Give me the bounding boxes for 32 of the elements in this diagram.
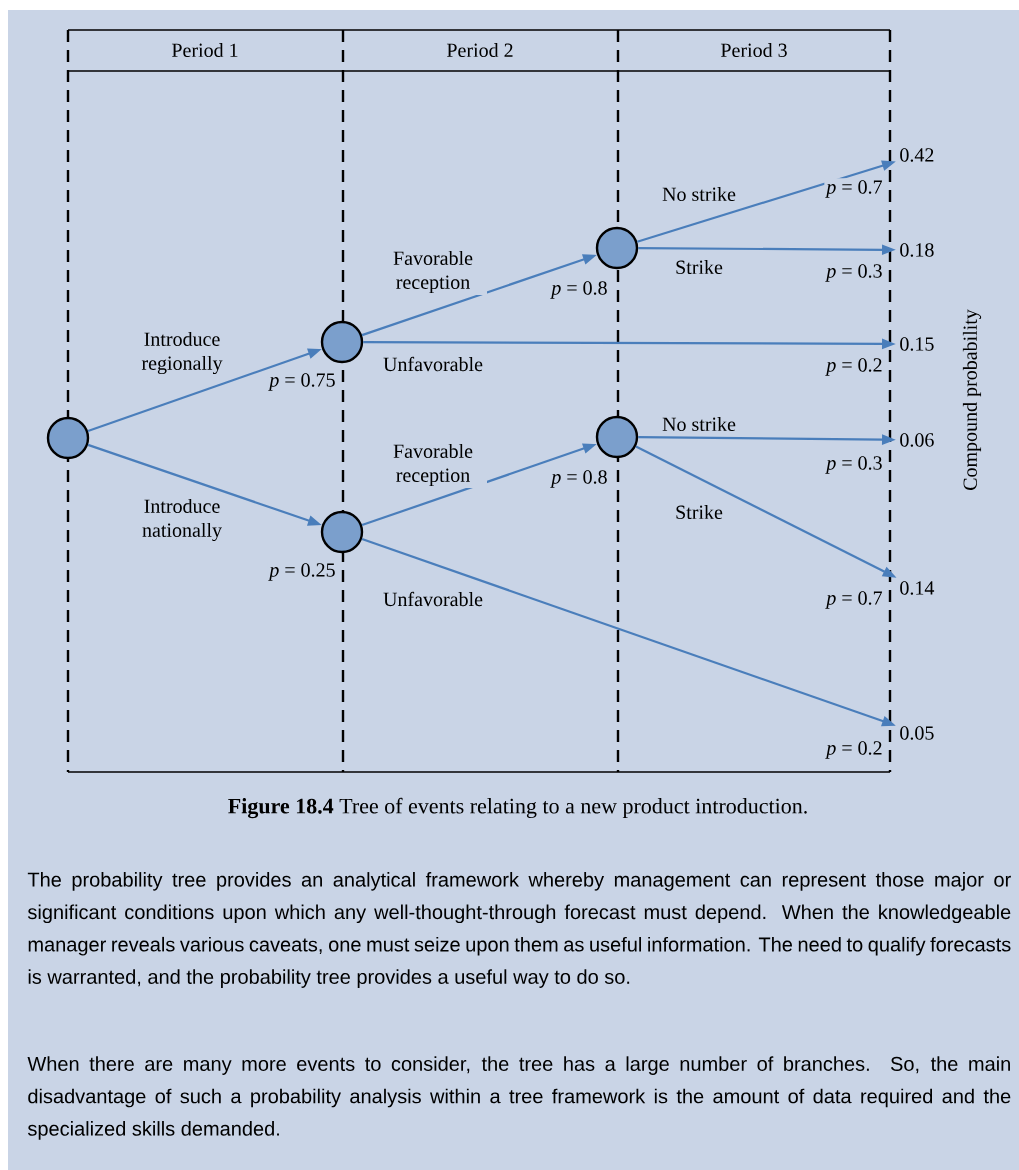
paragraph: The probability tree provides an analytical framework whereby management can represent those major or significant conditions upon which any well-thought-through forecast must depend. When the knowledgeable manager reveals various caveats, one must seize upon them as useful information. The need to qualify forecasts is warranted, and the probability tree provides a useful way to do so.	[27, 872, 1011, 988]
edge-label: Introduce regionally	[128, 329, 236, 377]
compound-probability-value: 0.15	[900, 337, 934, 351]
event-circle	[320, 510, 364, 554]
period-header: Period 2	[446, 42, 513, 58]
probability-label: p = 0.2	[824, 356, 885, 378]
probability-label: p = 0.25	[267, 561, 338, 583]
event-circle	[595, 415, 639, 459]
probability-label: p = 0.3	[824, 454, 885, 476]
event-circle	[46, 416, 90, 460]
edge-label: Introduce nationally	[128, 496, 236, 544]
edge-label: Favorable reception	[379, 248, 487, 296]
compound-probability-value: 0.05	[900, 726, 934, 740]
compound-probability-value: 0.06	[900, 433, 934, 447]
compound-probability-value: 0.42	[900, 148, 934, 162]
probability-label: p = 0.8	[549, 279, 610, 301]
period-header: Period 3	[720, 42, 787, 58]
probability-label: p = 0.7	[824, 178, 885, 200]
paragraph: When there are many more events to consider, the tree has a large number of branches. So, the main disadvantage of such a probability analysis within a tree framework is the amount of data required and the specialized skills demanded.	[27, 1056, 1011, 1140]
probability-label: p = 0.7	[824, 589, 885, 611]
probability-label: p = 0.3	[824, 262, 885, 284]
axis-label: Compound probability	[962, 309, 982, 490]
event-circle	[595, 226, 639, 270]
compound-probability-value: 0.14	[900, 581, 935, 595]
period-header: Period 1	[171, 42, 238, 58]
compound-probability-value: 0.18	[900, 243, 934, 257]
probability-label: p = 0.2	[824, 739, 885, 761]
event-circle	[320, 320, 364, 364]
probability-label: p = 0.75	[267, 371, 338, 393]
probability-label: p = 0.8	[549, 468, 610, 490]
edge-label: Favorable reception	[379, 441, 487, 489]
figure-caption: Figure 18.4 Tree of events relating to a new product introduction.	[228, 797, 807, 819]
